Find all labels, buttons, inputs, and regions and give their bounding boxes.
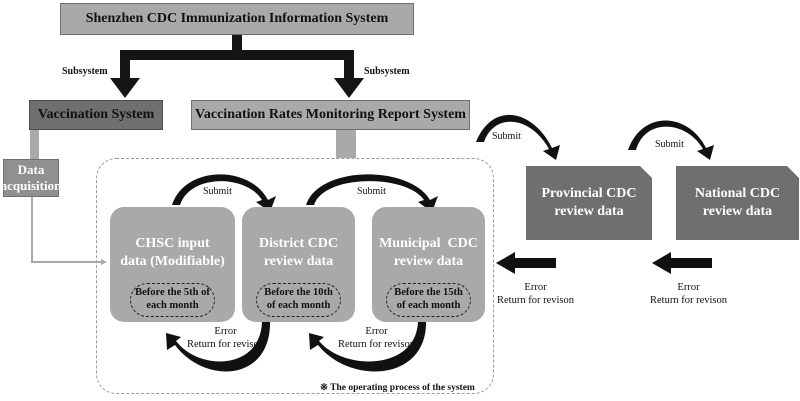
provincial-line2: review data	[554, 204, 624, 219]
data-acquisition-label: Data acquisition	[0, 161, 62, 193]
municipal-title-line1: Municipal CDC	[379, 236, 478, 251]
immunization-system-title: Shenzhen CDC Immunization Information Sy…	[85, 11, 389, 27]
provincial-line1: Provincial CDC	[541, 185, 637, 201]
national-line1: National CDC	[694, 185, 781, 201]
subsystem-label-left: Subsystem	[62, 66, 108, 77]
error-2-line2: Return for revison	[338, 339, 415, 351]
error-label-4: Error Return for revison	[650, 281, 727, 307]
district-title-line1: District CDC	[259, 236, 338, 251]
municipal-deadline-line1: Before the 15th	[394, 287, 463, 299]
national-review-box: National CDC review data	[676, 166, 799, 240]
district-cdc-node: District CDC review data Before the 10th…	[242, 207, 355, 322]
municipal-node-title: Municipal CDC review data	[372, 235, 485, 271]
error-label-3: Error Return for revison	[497, 281, 574, 307]
district-node-title: District CDC review data	[242, 235, 355, 271]
error-1-line1: Error	[214, 326, 237, 337]
immunization-system-box: Shenzhen CDC Immunization Information Sy…	[60, 3, 414, 35]
footnote: ※ The operating process of the system	[320, 383, 475, 393]
operating-process-region	[96, 158, 494, 394]
submit-arrow-1	[172, 174, 276, 212]
submit-arrow-2	[306, 174, 438, 212]
vaccination-system-box: Vaccination System	[29, 100, 163, 130]
submit-arrow-3	[476, 114, 560, 160]
error-3-line1: Error	[524, 282, 547, 293]
error-3-line2: Return for revison	[497, 295, 574, 307]
monitoring-system-title: Vaccination Rates Monitoring Report Syst…	[195, 107, 466, 123]
monitoring-system-box: Vaccination Rates Monitoring Report Syst…	[191, 100, 470, 130]
error-4-line1: Error	[677, 282, 700, 293]
chsc-node-title: CHSC input data (Modifiable)	[110, 235, 235, 271]
chsc-deadline-line2: each month	[146, 300, 199, 311]
municipal-deadline: Before the 15th of each month	[386, 283, 471, 317]
district-deadline: Before the 10th of each month	[256, 283, 341, 317]
municipal-deadline-line2: of each month	[396, 300, 461, 311]
error-arrow-provincial	[496, 252, 556, 274]
submit-label-3: Submit	[492, 131, 521, 142]
vaccination-to-acquisition-line	[30, 130, 39, 160]
error-arrow-national	[652, 252, 712, 274]
national-box-shape	[676, 166, 799, 240]
error-1-line2: Return for revison	[187, 339, 264, 351]
chsc-input-node: CHSC input data (Modifiable) Before the …	[110, 207, 235, 322]
error-arrow-2	[309, 320, 427, 372]
error-arrow-1	[166, 320, 271, 372]
chsc-deadline: Before the 5th of each month	[130, 283, 215, 317]
data-acquisition-box: Data acquisition	[0, 159, 62, 197]
hierarchy-connector	[110, 35, 364, 98]
district-deadline-line2: of each month	[266, 300, 331, 311]
error-4-line2: Return for revison	[650, 295, 727, 307]
monitoring-system-stub	[336, 130, 356, 158]
chsc-deadline-line1: Before the 5th of	[135, 287, 210, 299]
district-deadline-line1: Before the 10th	[264, 287, 333, 299]
error-2-line1: Error	[365, 326, 388, 337]
submit-label-1: Submit	[203, 186, 232, 197]
subsystem-label-right: Subsystem	[364, 66, 410, 77]
municipal-cdc-node: Municipal CDC review data Before the 15t…	[372, 207, 485, 322]
chsc-title-line2: data (Modifiable)	[120, 254, 225, 270]
vaccination-system-title: Vaccination System	[37, 107, 155, 123]
municipal-title-line2: review data	[393, 254, 464, 270]
provincial-box-shape	[526, 166, 652, 240]
acquisition-to-chsc-line	[31, 197, 107, 265]
submit-label-4: Submit	[655, 139, 684, 150]
district-title-line2: review data	[263, 254, 334, 270]
national-line2: review data	[702, 204, 773, 219]
error-label-2: Error Return for revison	[338, 325, 415, 351]
submit-arrow-4	[628, 120, 714, 160]
provincial-review-box: Provincial CDC review data	[526, 166, 652, 240]
chsc-title-line1: CHSC input	[135, 236, 210, 251]
error-label-1: Error Return for revison	[187, 325, 264, 351]
submit-label-2: Submit	[357, 186, 386, 197]
